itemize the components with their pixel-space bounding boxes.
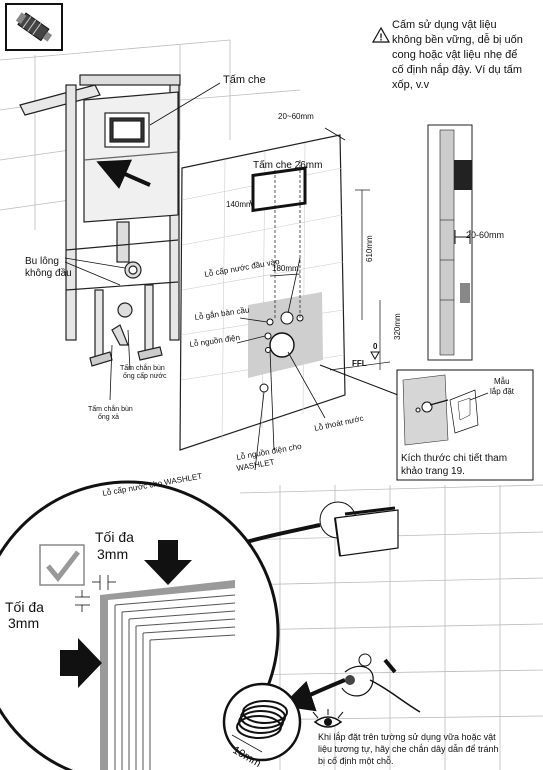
wall-box [319, 501, 399, 557]
detail-circle [0, 480, 280, 770]
label-kich-thuoc: khảo trang 19. [401, 466, 465, 477]
tam-che-leader [149, 82, 221, 126]
label-180: 180mm [272, 264, 299, 273]
side-section [427, 124, 473, 361]
label-mau: Mẫu [494, 377, 510, 386]
frame-text: Bu lông không đầu [25, 256, 72, 279]
label-chan-bun-cap: Tấm chắn bùn [120, 363, 165, 372]
note-line: liệu tương tự, hãy che chắn dây dẫn để t… [318, 744, 499, 754]
label-lo-thoat-nuoc: Lỗ thoát nước [314, 414, 365, 433]
warning-triangle-icon: ! [371, 26, 391, 44]
detail-text: Tối đa 3mm Tối đa 3mm [5, 529, 134, 631]
template-leader [319, 364, 399, 396]
label-toi-da-top: 3mm [97, 546, 128, 562]
coil-detail [222, 682, 302, 762]
label-bu-long: không đầu [25, 267, 72, 279]
checkmark-icon [46, 550, 80, 582]
label-bu-long: Bu lông [25, 256, 59, 267]
label-kich-thuoc: Kích thước chi tiết tham [401, 452, 507, 464]
warning-text: Cấm sử dụng vật liệu không bền vững, dễ … [392, 19, 523, 91]
label-toi-da-top: Tối đa [95, 529, 134, 545]
note-line: Khi lắp đặt trên tường sử dụng vữa hoặc … [318, 732, 496, 742]
insert-arrow [96, 159, 151, 189]
label-ffl: FFL [352, 359, 367, 368]
warning-line: xốp, v.v [392, 79, 430, 91]
note-line: bị cố định một chỗ. [318, 756, 394, 766]
label-320: 320mm [393, 313, 402, 340]
template-text: Mẫu lắp đặt [490, 377, 515, 396]
frame-leaders [64, 257, 131, 401]
label-toi-da-left: Tối đa [5, 599, 44, 615]
svg-text:!: ! [379, 33, 382, 44]
cable-parts [341, 653, 421, 713]
warning-line: cố định nắp đậy. Ví dụ tấm [392, 63, 522, 76]
label-chan-bun-xa: ống xả [98, 412, 119, 421]
label-side-20-60: 20-60mm [466, 230, 504, 240]
connector-icon [5, 3, 63, 51]
cover-panel [179, 134, 391, 471]
label-toi-da-left: 3mm [8, 615, 39, 631]
frame-small-text: Tấm chắn bùn ống cấp nước Tấm chắn bùn ố… [88, 363, 167, 421]
label-chan-bun-cap: ống cấp nước [123, 371, 167, 380]
label-lap-dat: lắp đặt [490, 387, 515, 396]
label-610: 610mm [365, 235, 374, 262]
ffl-marker-icon [370, 351, 380, 361]
label-zero: 0 [373, 342, 378, 351]
warning-line: cong hoặc vật liệu nhẹ để [392, 49, 517, 61]
label-20-60: 20~60mm [278, 112, 314, 121]
label-chan-bun-xa: Tấm chắn bùn [88, 404, 133, 413]
label-tam-che: Tấm che [223, 74, 266, 86]
warning-line: không bền vững, dễ bị uốn [392, 33, 523, 46]
eye-icon [312, 709, 344, 728]
template-inset [396, 369, 534, 481]
label-tam-che-26: Tấm che 26mm [253, 159, 322, 171]
installation-frame [19, 74, 181, 367]
warning-line: Cấm sử dụng vật liệu [392, 19, 497, 31]
label-140: 140mm [226, 200, 253, 209]
template-note: Kích thước chi tiết tham khảo trang 19. [401, 452, 507, 477]
bottom-note: Khi lắp đặt trên tường sử dụng vữa hoặc … [318, 732, 499, 766]
